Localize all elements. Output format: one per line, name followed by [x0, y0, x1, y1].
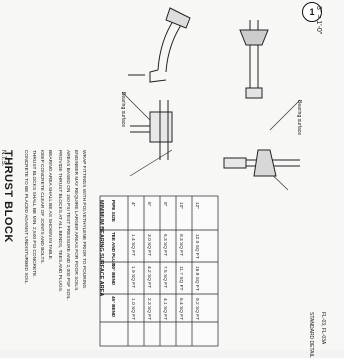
table-cell: 6" — [146, 202, 151, 207]
table-cell: 7.5 SQ FT — [162, 266, 167, 289]
drawing-sheet: 1 3" = 1'-0" THRUST BLOCK N.T.S. CONCRET… — [0, 2, 326, 358]
reducer-fitting-drawing — [223, 149, 300, 177]
table-cell: 10" — [178, 202, 183, 210]
bearing-surface-label: Bearing surface — [296, 100, 302, 136]
table-column-header: 45° BEND — [111, 296, 116, 318]
note-line: KEEP CONCRETE CLEAR OF JOINTS AND BOLTS. — [39, 150, 44, 264]
table-column-header: 90° BEND — [111, 264, 116, 286]
detail-number: 1 — [309, 7, 315, 17]
note-line: THRUST BLOCKS SHALL BE MIN. 2,500 PSI CO… — [31, 150, 36, 278]
table-cell: 4" — [130, 202, 135, 207]
table-cell: 6.4 SQ FT — [178, 298, 183, 321]
table-cell: 2.3 SQ FT — [146, 298, 151, 321]
table-cell: 1.4 SQ FT — [130, 234, 135, 257]
plug-fitting-drawing — [239, 20, 269, 99]
footer-sheet-ref: FL-03, FL-03A — [320, 312, 326, 345]
table-cell: 1.0 SQ FT — [130, 298, 135, 321]
table-cell: 3.0 SQ FT — [146, 234, 151, 257]
table-cell: 8.3 SQ FT — [178, 234, 183, 257]
table-cell: 12.0 SQ FT — [194, 234, 199, 259]
note-line: PROVIDE THRUST BLOCKS AT ALL BENDS, TEES… — [57, 150, 62, 293]
table-cell: 5.3 SQ FT — [162, 234, 167, 257]
bend-fitting-drawing — [128, 7, 191, 83]
table-column-header: PIPE SIZE — [111, 200, 116, 222]
table-column-header: TEE AND PLUG — [111, 232, 116, 267]
table-cell: 4.1 SQ FT — [162, 298, 167, 321]
note-line: CONCRETE TO BE PLACED AGAINST UNDISTURBE… — [23, 150, 28, 285]
table-cell: 4.2 SQ FT — [146, 266, 151, 289]
tee-fitting-drawing — [130, 100, 173, 160]
note-line: BEARING AREA SHALL BE AS SHOWN IN TABLE. — [47, 150, 52, 261]
table-cell: 8" — [162, 202, 167, 207]
bearing-surface-label: Bearing surface — [120, 92, 126, 128]
note-line: AREAS BASED ON 150 PSI TEST PRESSURE AND… — [65, 150, 70, 301]
table-cell: 11.7 SQ FT — [178, 266, 183, 291]
scale-label: N.T.S. — [0, 150, 6, 167]
table-cell: 9.2 SQ FT — [194, 298, 199, 321]
table-heading: MINIMUM BEARING SURFACE AREA — [98, 200, 104, 297]
note-line: ENGINEER MAY REQUIRE LARGER AREAS FOR PO… — [73, 150, 78, 292]
top-scale: 3" = 1'-0" — [315, 6, 322, 35]
table-cell: 12" — [194, 202, 199, 210]
footer-label: STANDARD DETAIL — [308, 312, 314, 358]
table-cell: 1.9 SQ FT — [130, 266, 135, 289]
table-cell: 16.9 SQ FT — [194, 266, 199, 291]
bearing-area-table-grid — [99, 195, 219, 347]
detail-marker: 1 — [302, 2, 322, 22]
note-line: WRAP FITTINGS WITH POLYETHYLENE PRIOR TO… — [81, 150, 86, 290]
